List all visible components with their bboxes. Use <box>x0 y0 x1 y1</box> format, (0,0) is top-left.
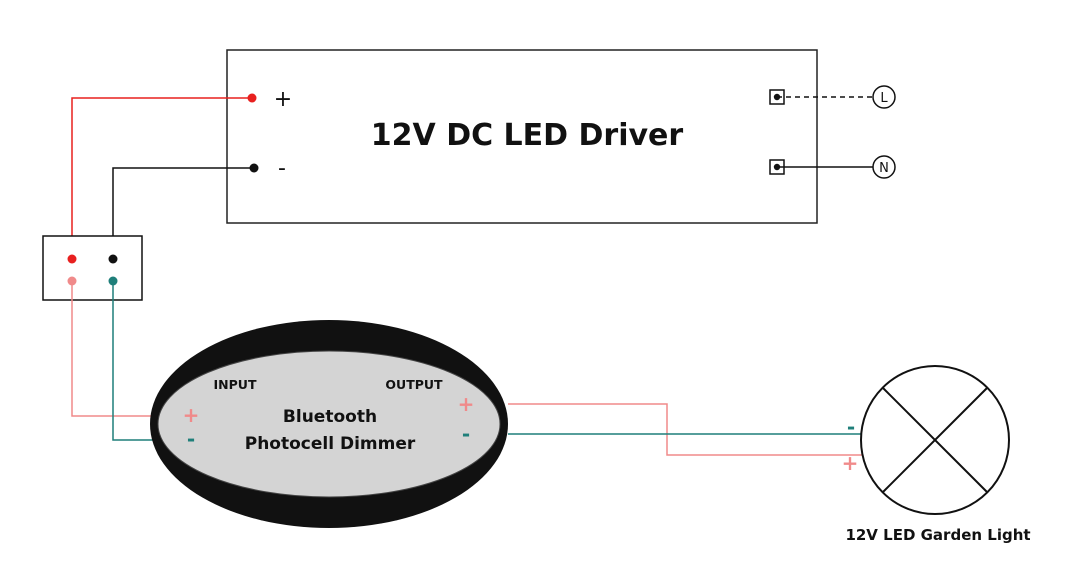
driver-minus-label: - <box>278 156 286 181</box>
lamp-minus-label: - <box>847 415 855 439</box>
negative-wire-driver <box>112 167 254 258</box>
lamp-caption: 12V LED Garden Light <box>845 526 1030 544</box>
neutral-node <box>872 155 896 179</box>
dimmer-input-minus: - <box>187 427 195 451</box>
dimmer-output-plus: + <box>458 392 475 416</box>
dimmer-name-line1: Bluetooth <box>283 407 377 427</box>
junction-box <box>42 235 143 301</box>
driver-plus-label: + <box>274 87 292 112</box>
dimmer-output-label: OUTPUT <box>385 377 443 392</box>
live-node <box>872 85 896 109</box>
dimmer-output-minus: - <box>462 422 470 446</box>
driver-title: 12V DC LED Driver <box>371 118 684 153</box>
led-driver: 12V DC LED Driver + - <box>226 49 818 224</box>
driver-box <box>226 49 818 224</box>
photocell-dimmer: INPUT OUTPUT Bluetooth Photocell Dimmer … <box>150 320 508 528</box>
dimmer-input-label: INPUT <box>214 377 257 392</box>
garden-light-lamp: - + 12V LED Garden Light <box>842 365 1031 544</box>
lamp-plus-label: + <box>842 451 859 475</box>
dimmer-face <box>157 350 501 498</box>
positive-wire-driver <box>71 97 252 258</box>
dimmer-name-line2: Photocell Dimmer <box>245 434 416 454</box>
positive-wire-output <box>508 403 862 456</box>
positive-wire-input <box>71 281 180 417</box>
neutral-label: N <box>879 161 889 176</box>
dimmer-input-plus: + <box>183 403 200 427</box>
live-label: L <box>880 91 888 106</box>
